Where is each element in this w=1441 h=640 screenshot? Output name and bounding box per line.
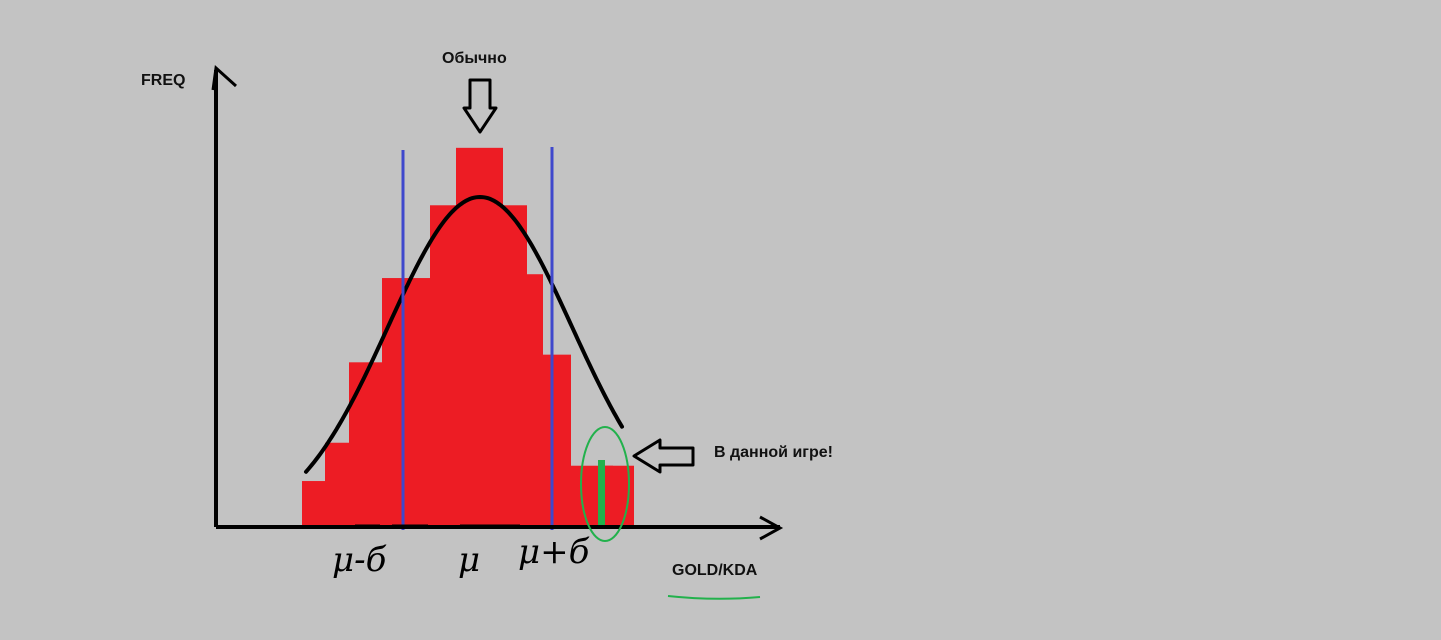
bar-8 [527, 274, 543, 527]
bar-9 [543, 354, 571, 527]
this-game-annotation: В данной игре! [714, 444, 833, 461]
bar-12 [598, 460, 605, 527]
normal-curve [304, 194, 624, 474]
bar-10 [571, 465, 597, 527]
y-axis-arrowhead [211, 64, 238, 91]
x-axis-label: GOLD/KDA [672, 562, 758, 579]
bar-3 [349, 362, 382, 527]
bar-2 [325, 442, 349, 527]
bar-7 [503, 205, 527, 527]
x-label-underline [667, 595, 761, 600]
bar-5 [430, 205, 456, 527]
highlight-ellipse [580, 426, 630, 542]
left-arrow-icon [632, 438, 695, 474]
y-axis-label: FREQ [141, 72, 186, 89]
tick-label-mu-minus-sigma: μ-б [332, 540, 387, 580]
usual-annotation: Обычно [442, 50, 507, 67]
tick-label-mu-plus-sigma: μ+б [518, 532, 590, 572]
x-axis-arrowhead [759, 515, 784, 541]
bar-1 [302, 481, 325, 527]
bar-4 [382, 278, 430, 527]
down-arrow-icon [462, 78, 498, 134]
tick-label-mu: μ [458, 540, 481, 580]
bar-6 [456, 147, 503, 527]
